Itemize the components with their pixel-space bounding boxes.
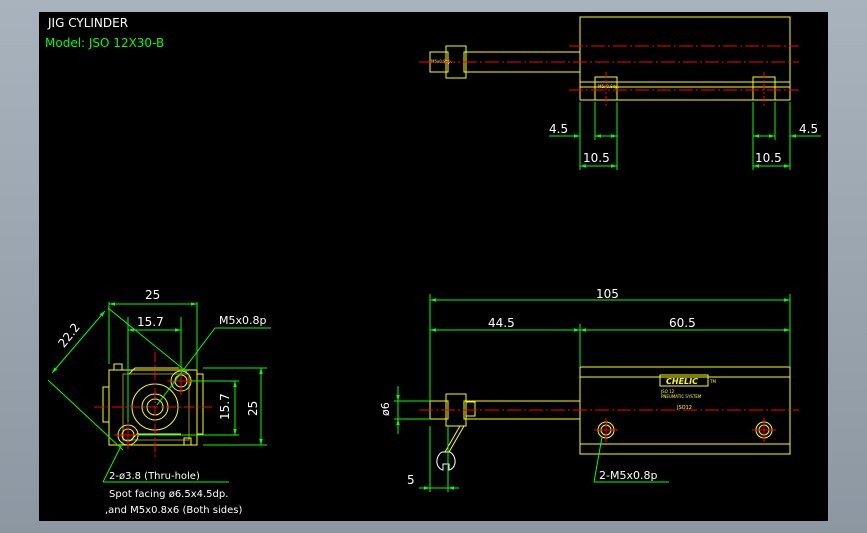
side-view: CHELIC TM JSO 12 PNEUMATIC SYSTEM JSO12 …	[379, 287, 799, 492]
side-port-leader	[593, 436, 603, 483]
end-view: 25 15.7 22.2 15.7 25 M5x0.8p 2-ø3.8 (Thr…	[47, 288, 271, 516]
wrench-head	[436, 451, 456, 471]
end-hole-leader	[102, 441, 124, 483]
brand-tm: TM	[709, 379, 716, 384]
top-dim-left-edge: 4.5	[549, 122, 568, 136]
end-dim-height: 25	[246, 401, 260, 416]
model-label: Model: JSO 12X30-B	[45, 36, 164, 50]
top-view: M5x0.8dp. M5x0.8dp. 4.5 10.5 10.5 4.5	[419, 16, 821, 170]
end-hole-note-1: 2-ø3.8 (Thru-hole)	[109, 471, 200, 482]
side-dim-rod-dia: ø6	[379, 402, 392, 416]
side-dim-body: 60.5	[669, 316, 696, 330]
end-hole-note-3: ,and M5x0.8x6 (Both sides)	[105, 505, 242, 516]
end-dim-height-inner: 15.7	[218, 393, 232, 420]
top-port-label: M5x0.8dp.	[598, 84, 619, 89]
side-dim-rod: 44.5	[488, 316, 515, 330]
side-dim-overall: 105	[596, 287, 619, 301]
end-dim-width: 25	[145, 288, 160, 302]
end-thread-note: M5x0.8p	[219, 314, 266, 327]
cad-drawing-canvas[interactable]: JIG CYLINDER Model: JSO 12X30-B M5x0.8dp…	[39, 12, 828, 521]
brand-name: CHELIC	[666, 377, 698, 386]
top-dim-left-port: 10.5	[583, 151, 610, 165]
drawing-title: JIG CYLINDER	[47, 16, 128, 30]
top-dim-right-port: 10.5	[755, 151, 782, 165]
end-hole-note-2: Spot facing ø6.5x4.5dp.	[109, 489, 228, 500]
end-dim-diagonal: 22.2	[55, 321, 82, 351]
brand-plate	[659, 374, 709, 387]
drawing-svg: JIG CYLINDER Model: JSO 12X30-B M5x0.8dp…	[45, 16, 821, 516]
plate-line-2: PNEUMATIC SYSTEM	[661, 394, 702, 399]
plate-line-1: JSO 12	[660, 389, 675, 394]
top-dim-right-edge: 4.5	[799, 122, 818, 136]
end-thread-leader	[156, 327, 216, 406]
side-dim-flat: 5	[407, 473, 415, 487]
side-port-note: 2-M5x0.8p	[599, 469, 657, 482]
end-dim-inner: 15.7	[137, 315, 164, 329]
plate-code: JSO12	[676, 405, 692, 411]
